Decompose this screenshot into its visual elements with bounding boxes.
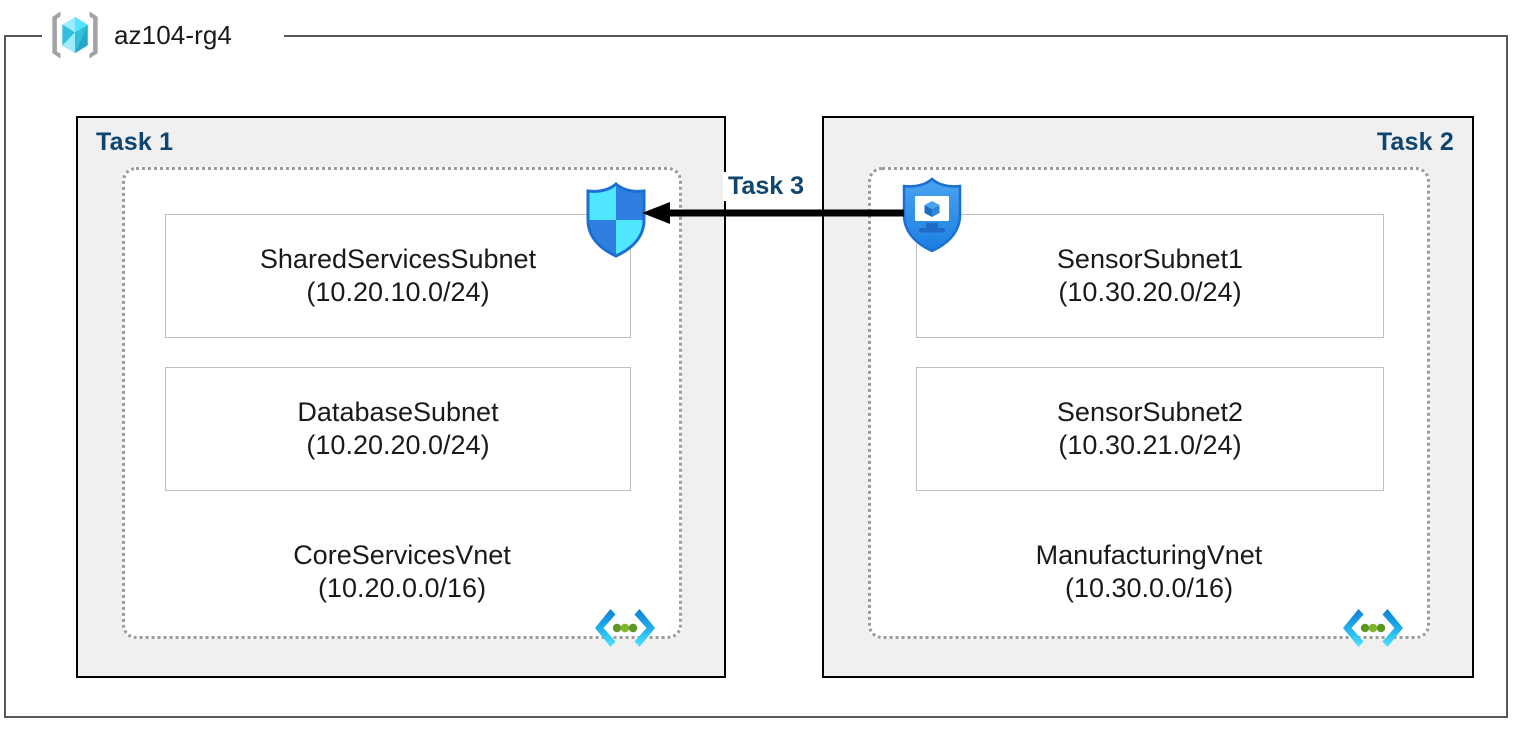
vnet-peering-arrow-icon	[642, 202, 904, 224]
sensor-subnet-2-cidr: (10.30.21.0/24)	[1058, 430, 1242, 460]
resource-group-frame-bottom	[4, 716, 1508, 718]
core-services-vnet-name: CoreServicesVnet	[293, 540, 511, 570]
database-subnet-cidr: (10.20.20.0/24)	[306, 430, 490, 460]
resource-group-frame-top-left-stub	[4, 35, 42, 37]
sensor-subnet-1-name: SensorSubnet1	[1056, 244, 1244, 275]
task-3-label: Task 3	[723, 172, 809, 201]
virtual-network-icon	[595, 609, 655, 647]
task-1-label: Task 1	[96, 128, 174, 156]
sensor-subnet-1-cidr: (10.30.20.0/24)	[1058, 277, 1242, 307]
shared-services-subnet-box: SharedServicesSubnet (10.20.10.0/24)	[165, 214, 631, 338]
resource-group-frame-left	[4, 35, 6, 718]
resource-group-header: az104-rg4	[46, 4, 232, 66]
database-subnet-box: DatabaseSubnet (10.20.20.0/24)	[165, 367, 631, 491]
virtual-network-icon	[1343, 609, 1403, 647]
shared-services-subnet-name: SharedServicesSubnet	[259, 244, 537, 275]
sensor-subnet-1-box: SensorSubnet1 (10.30.20.0/24)	[916, 214, 1384, 338]
firewall-shield-icon	[586, 182, 646, 258]
shared-services-subnet-cidr: (10.20.10.0/24)	[306, 277, 490, 307]
sensor-subnet-2-name: SensorSubnet2	[1056, 397, 1244, 428]
bastion-shield-icon	[902, 177, 962, 253]
sensor-subnet-2-box: SensorSubnet2 (10.30.21.0/24)	[916, 367, 1384, 491]
core-services-vnet-cidr: (10.20.0.0/16)	[317, 572, 487, 603]
resource-group-title: az104-rg4	[114, 19, 232, 50]
manufacturing-vnet-caption: ManufacturingVnet (10.30.0.0/16)	[868, 540, 1430, 604]
manufacturing-vnet-cidr: (10.30.0.0/16)	[1064, 572, 1234, 603]
resource-group-frame-top	[284, 35, 1508, 37]
resource-group-frame-right	[1506, 35, 1508, 718]
core-services-vnet-caption: CoreServicesVnet (10.20.0.0/16)	[122, 540, 682, 604]
task-2-label: Task 2	[1376, 128, 1454, 156]
database-subnet-name: DatabaseSubnet	[297, 397, 499, 428]
resource-group-cube-icon	[52, 11, 98, 59]
manufacturing-vnet-name: ManufacturingVnet	[1035, 540, 1263, 570]
